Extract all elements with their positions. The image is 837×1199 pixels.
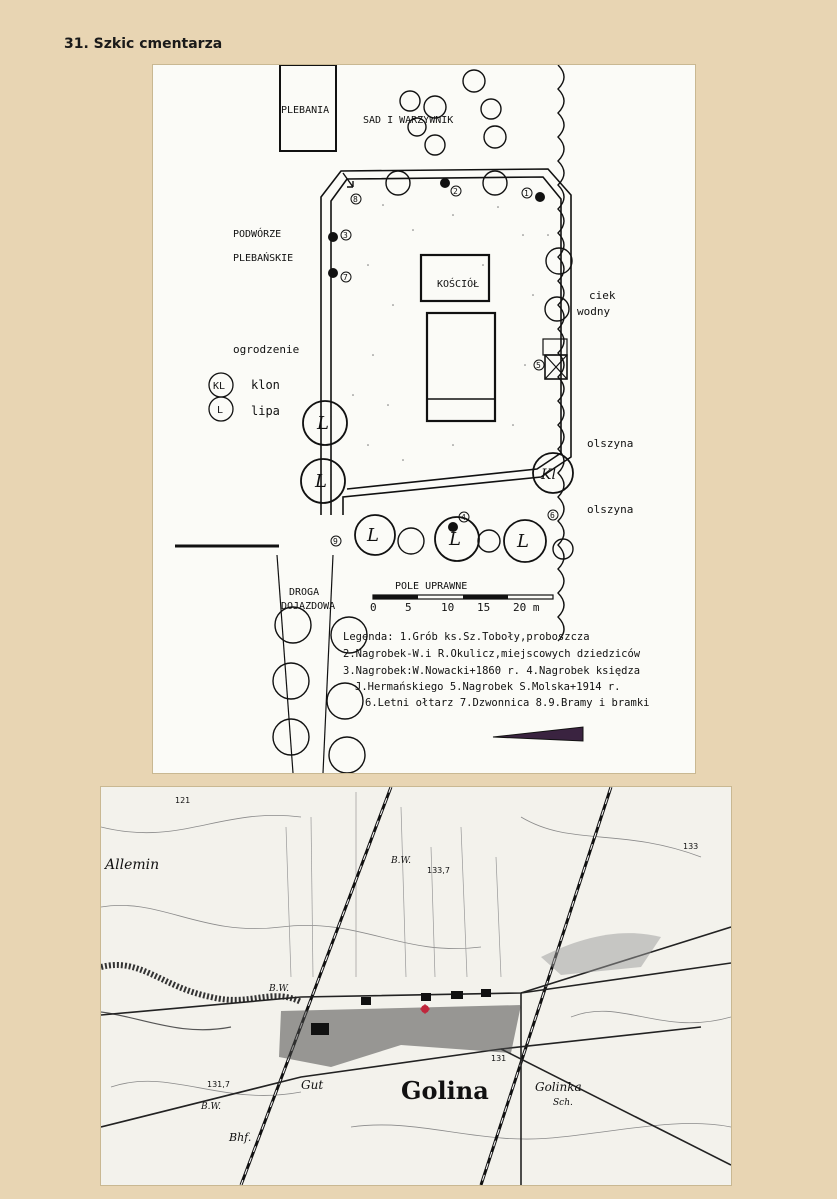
orchard-trees xyxy=(399,69,507,156)
lipa-mark: L xyxy=(314,471,327,492)
key-text-lipa: lipa xyxy=(251,404,280,418)
church-nave xyxy=(425,311,497,423)
label-height: 131,7 xyxy=(207,1080,230,1089)
number-2: 2 xyxy=(453,187,458,196)
scale-tick: 5 xyxy=(405,601,412,614)
label-podworze-2: PLEBAŃSKIE xyxy=(233,251,293,264)
label-sad: SAD I WARZYWNIK xyxy=(363,115,453,126)
klon-mark: Kl xyxy=(540,467,556,483)
label-pole: POLE UPRAWNE xyxy=(395,581,467,592)
lipa-mark: L xyxy=(516,531,529,552)
page-title: 31. Szkic cmentarza xyxy=(64,36,223,52)
church-marker xyxy=(420,1004,430,1014)
plebania-building xyxy=(279,65,337,152)
wall-stipple xyxy=(352,204,549,461)
key-text-klon: klon xyxy=(251,378,280,392)
map-drawing: Golina Gut Golinka Sch. Bhf. B.W. B.W. B… xyxy=(101,787,731,1185)
tree-key: KL klon L lipa xyxy=(208,372,280,422)
grave-markers xyxy=(328,178,545,532)
north-arrow xyxy=(492,726,584,742)
label-gut: Gut xyxy=(301,1078,323,1092)
number-7: 7 xyxy=(343,273,348,282)
number-5: 5 xyxy=(536,361,541,370)
label-droga-2: DOJAZDOWA xyxy=(281,601,335,612)
label-sch: Sch. xyxy=(553,1098,573,1108)
label-golinka: Golinka xyxy=(535,1080,582,1094)
cemetery-wall xyxy=(320,168,572,515)
label-plebania: PLEBANIA xyxy=(281,105,329,116)
scale-tick: 0 xyxy=(370,601,377,614)
scale-bar: POLE UPRAWNE 0 5 10 15 20 m xyxy=(370,581,554,614)
label-olszyna-2: olszyna xyxy=(587,503,633,516)
lipa-trees xyxy=(300,400,574,563)
label-allemin: Allemin xyxy=(103,857,159,873)
label-droga-1: DROGA xyxy=(289,587,319,598)
lipa-mark: L xyxy=(366,525,379,546)
number-9: 9 xyxy=(333,537,338,546)
number-8: 8 xyxy=(353,195,358,204)
label-podworze-1: PODWÓRZE xyxy=(233,227,281,240)
sketch-drawing: PLEBANIA SAD I WARZYWNIK KOŚCIÓŁ xyxy=(175,65,633,773)
label-golina: Golina xyxy=(401,1076,489,1105)
contours xyxy=(101,815,731,1140)
label-height: 133 xyxy=(683,842,698,851)
lipa-mark: L xyxy=(316,413,329,434)
topographic-map: Golina Gut Golinka Sch. Bhf. B.W. B.W. B… xyxy=(100,786,732,1186)
scale-tick: 20 m xyxy=(513,601,540,614)
label-kosciol: KOŚCIÓŁ xyxy=(437,277,479,290)
scale-tick: 15 xyxy=(477,601,490,614)
legend-line: 2.Nagrobek-W.i R.Okulicz,miejscowych dzi… xyxy=(343,648,641,660)
hedge-boundary xyxy=(557,65,565,642)
number-3: 3 xyxy=(343,231,348,240)
legend-line: Legenda: 1.Grób ks.Sz.Toboły,proboszcza xyxy=(343,631,590,643)
wall-trees xyxy=(385,170,574,560)
village-area xyxy=(279,1005,521,1067)
scale-tick: 10 xyxy=(441,601,454,614)
number-1: 1 xyxy=(524,189,529,198)
legend-line: J.Hermańskiego 5.Nagrobek S.Molska+1914 … xyxy=(355,681,621,693)
label-bw: B.W. xyxy=(200,1102,221,1112)
number-6: 6 xyxy=(550,511,555,520)
label-height: 121 xyxy=(175,796,190,805)
label-height: 131 xyxy=(491,1054,506,1063)
number-4: 4 xyxy=(461,513,466,522)
key-symbol-l: L xyxy=(217,405,223,416)
legend-line: 6.Letni ołtarz 7.Dzwonnica 8.9.Bramy i b… xyxy=(365,697,650,709)
label-height: 133,7 xyxy=(427,866,450,875)
church-tower xyxy=(419,253,491,303)
label-bw: B.W. xyxy=(268,984,289,994)
label-ciek-1: ciek xyxy=(589,289,616,302)
label-bw: B.W. xyxy=(390,856,411,866)
label-ciek-2: wodny xyxy=(577,305,610,318)
label-bhf: Bhf. xyxy=(228,1131,251,1144)
access-road: DROGA DOJAZDOWA xyxy=(175,544,368,773)
forest-patch xyxy=(541,933,661,975)
label-ogrodzenie: ogrodzenie xyxy=(233,343,299,356)
key-symbol-kl: KL xyxy=(213,381,225,392)
legend-line: 3.Nagrobek:W.Nowacki+1860 r. 4.Nagrobek … xyxy=(343,665,641,677)
label-olszyna-1: olszyna xyxy=(587,437,633,450)
lipa-mark: L xyxy=(448,529,461,550)
cemetery-sketch: PLEBANIA SAD I WARZYWNIK KOŚCIÓŁ xyxy=(152,64,696,774)
